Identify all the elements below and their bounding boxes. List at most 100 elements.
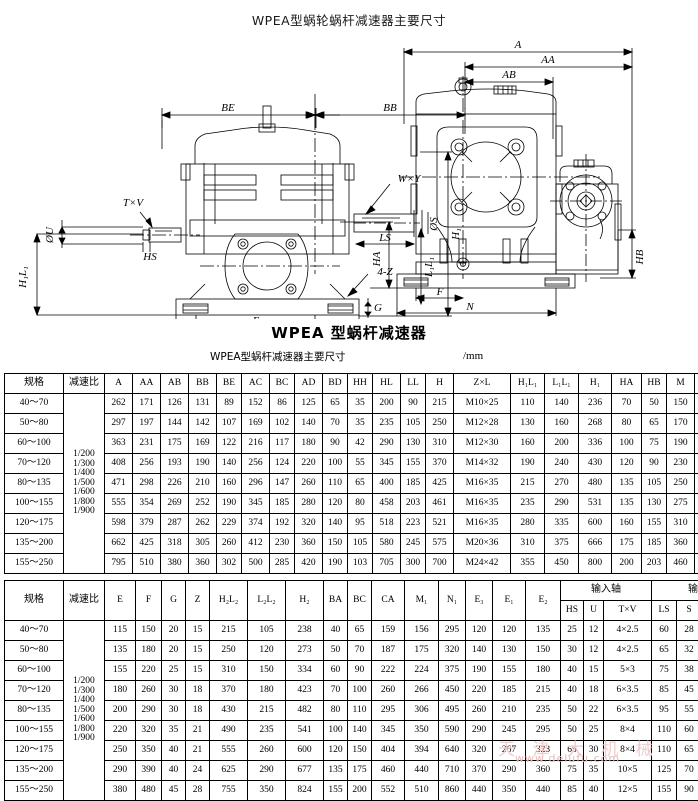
cell: 45 (162, 781, 186, 801)
cell: 220 (295, 454, 323, 474)
cell: 480 (136, 781, 162, 801)
cell: 25 (584, 721, 604, 741)
cell: 75 (561, 761, 584, 781)
cell: 21 (186, 721, 210, 741)
cell: 175 (161, 434, 189, 454)
cell: 580 (373, 534, 401, 554)
cell: 28 (186, 781, 210, 801)
cell: 210 (189, 474, 217, 494)
th-AC: AC (242, 374, 270, 394)
cell: 500 (242, 554, 270, 574)
cell: 350 (248, 781, 286, 801)
cell: 235 (526, 701, 561, 721)
cell: 379 (133, 514, 161, 534)
cell: 8×4 (604, 741, 652, 761)
cell: 482 (286, 701, 324, 721)
cell: 86 (270, 394, 295, 414)
th-H1L1: H₁L₁ (511, 374, 545, 394)
cell: 15 (186, 621, 210, 641)
cell: 380 (105, 781, 136, 801)
cell: 30 (162, 681, 186, 701)
cell: 190 (511, 454, 545, 474)
th-group-output-shaft: 输出轴 (652, 581, 698, 601)
th-Z: Z (186, 581, 210, 621)
cell-spec: 100～155 (5, 721, 64, 741)
cell: 220 (105, 721, 136, 741)
cell: 60 (677, 721, 698, 741)
th-ZxL: Z×L (454, 374, 511, 394)
cell: 480 (695, 534, 698, 554)
cell: 320 (439, 641, 466, 661)
unit-label: /mm (463, 350, 483, 362)
cell: 150 (136, 621, 162, 641)
th-HS: HS (561, 601, 584, 621)
cell: 423 (286, 681, 324, 701)
cell: 220 (136, 661, 162, 681)
cell: M16×35 (454, 494, 511, 514)
cell: 200 (612, 554, 642, 574)
cell: 260 (217, 534, 242, 554)
cell: 90 (323, 434, 348, 454)
cell: M10×25 (454, 394, 511, 414)
cell: 130 (642, 494, 667, 514)
cell: 10×5 (604, 761, 652, 781)
cell: 705 (373, 554, 401, 574)
cell: 285 (270, 554, 295, 574)
cell: 310 (210, 661, 248, 681)
cell: 155 (324, 781, 348, 801)
cell: 350 (136, 741, 162, 761)
cell: 210 (493, 701, 526, 721)
cell: 85 (652, 681, 677, 701)
cell: 152 (242, 394, 270, 414)
cell: 215 (248, 701, 286, 721)
cell: 117 (270, 434, 295, 454)
th-S: S (677, 601, 698, 621)
cell: 238 (286, 621, 324, 641)
label-TxV: T×V (123, 197, 145, 209)
cell: 24 (186, 761, 210, 781)
cell: 231 (133, 434, 161, 454)
th-group-input-shaft: 输入轴 (561, 581, 652, 601)
cell: 700 (426, 554, 454, 574)
cell: M14×32 (454, 454, 511, 474)
cell: 458 (373, 494, 401, 514)
cell: 12×5 (604, 781, 652, 801)
cell: 100 (348, 681, 372, 701)
th-M: M (667, 374, 695, 394)
cell: 155 (493, 661, 526, 681)
cell-spec: 70～120 (5, 681, 64, 701)
cell: 180 (295, 434, 323, 454)
cell: 150 (348, 741, 372, 761)
cell: 235 (511, 494, 545, 514)
cell: 318 (161, 534, 189, 554)
cell: 100 (324, 721, 348, 741)
cell: 240 (545, 454, 579, 474)
cell: 70 (348, 641, 372, 661)
cell-spec: 80～135 (5, 701, 64, 721)
cell: 12 (584, 641, 604, 661)
cell: 124 (270, 454, 295, 474)
cell: 755 (210, 781, 248, 801)
cell: 305 (189, 534, 217, 554)
cell: 323 (526, 741, 561, 761)
cell: 110 (348, 701, 372, 721)
cell: 224 (405, 661, 439, 681)
cell: 334 (286, 661, 324, 681)
cell: 6×3.5 (604, 701, 652, 721)
label-diaU: ØU (44, 226, 56, 244)
cell: 226 (161, 474, 189, 494)
cell: 135 (105, 641, 136, 661)
cell: 190 (217, 494, 242, 514)
cell: 552 (372, 781, 405, 801)
cell: 270 (695, 434, 698, 454)
cell: 297 (105, 414, 133, 434)
cell: 280 (295, 494, 323, 514)
cell: 215 (426, 394, 454, 414)
th-CA: CA (372, 581, 405, 621)
cell: 144 (161, 414, 189, 434)
cell: 70 (323, 414, 348, 434)
th-H2L2: H₂L₂ (210, 581, 248, 621)
